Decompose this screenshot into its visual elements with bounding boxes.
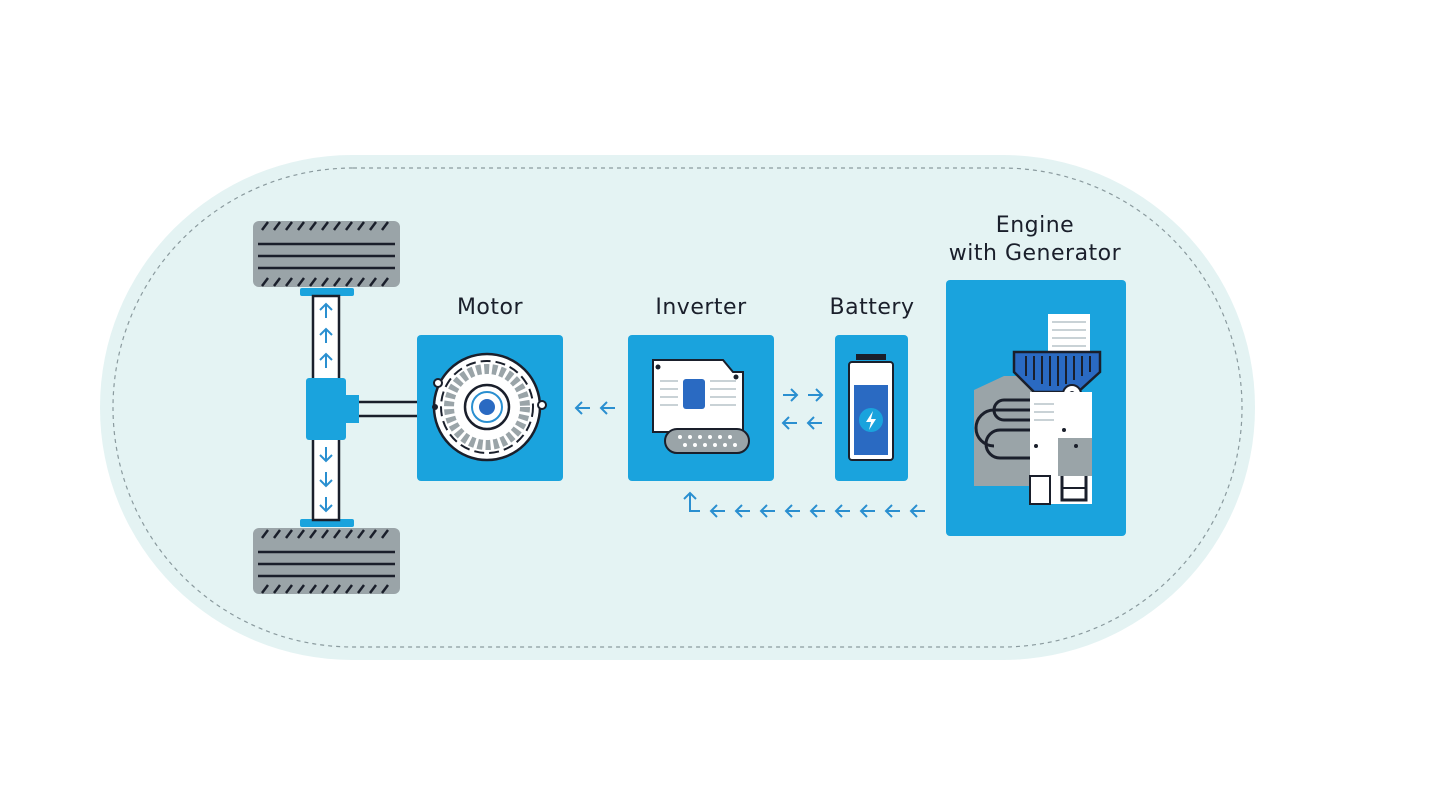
engine-tile (946, 280, 1126, 536)
wheel-top (253, 221, 400, 296)
battery-label: Battery (829, 295, 915, 320)
engine-label-line1: Engine (995, 213, 1075, 238)
engine-label: Engine with Generator (930, 212, 1140, 268)
wheel-bottom (253, 519, 400, 594)
motor-tile (417, 335, 563, 481)
motor-icon (432, 352, 547, 462)
motor-label: Motor (456, 295, 524, 320)
battery-icon (848, 354, 894, 461)
arrows-inverter-to-battery (783, 388, 824, 402)
battery-tile (835, 335, 908, 481)
inverter-label: Inverter (655, 295, 747, 320)
drivetrain (253, 221, 417, 594)
arrows-inverter-to-motor (574, 401, 615, 415)
arrows-engine-to-inverter (683, 491, 925, 518)
inverter-icon (652, 359, 750, 454)
engine-icon (974, 314, 1102, 505)
arrows-battery-to-inverter (781, 416, 822, 430)
axle-arrows-up (319, 302, 333, 368)
axle-arrows-down (319, 447, 333, 513)
engine-label-line2: with Generator (948, 241, 1122, 266)
dashed-outline (112, 167, 1243, 648)
inverter-tile (628, 335, 774, 481)
